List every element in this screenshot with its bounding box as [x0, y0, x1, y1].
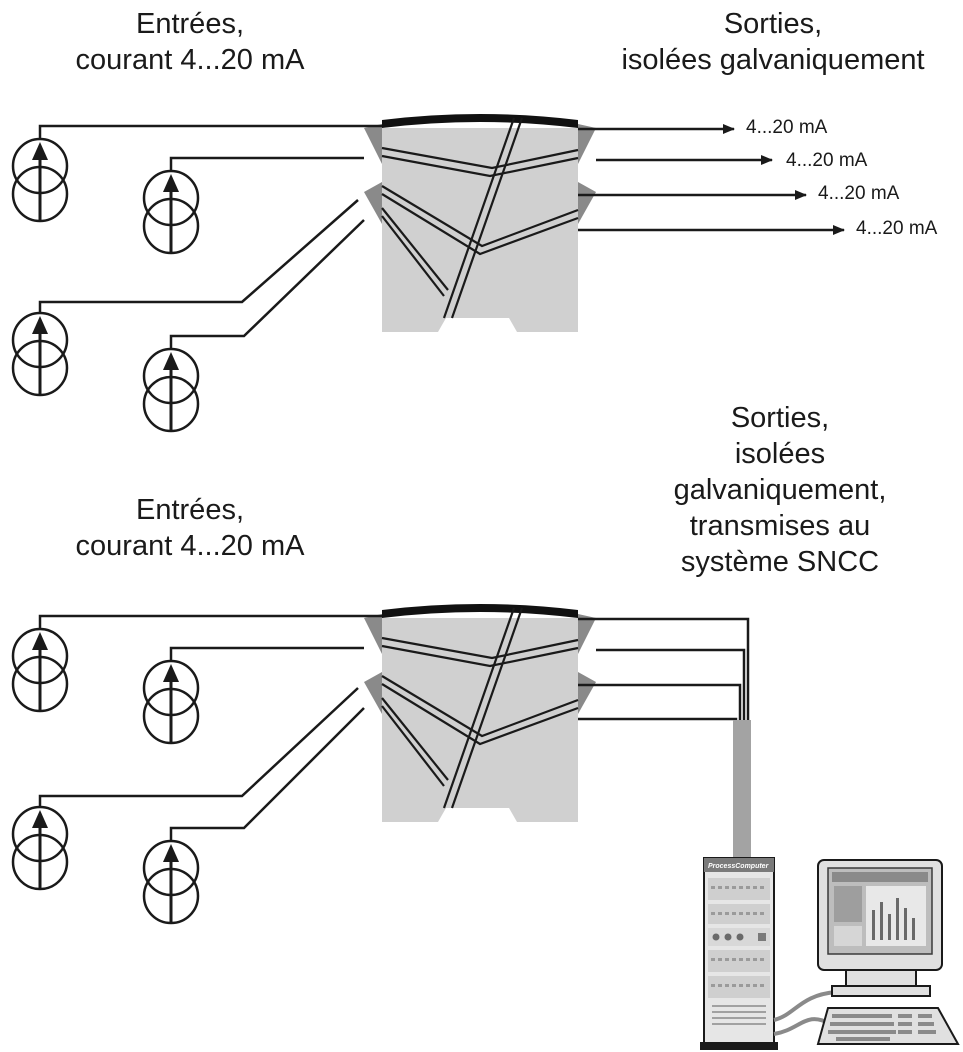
current-source-icon: [142, 169, 200, 255]
process-computer-icon: ProcessComputer: [700, 857, 837, 1050]
current-source-icon: [11, 805, 69, 891]
monitor-icon: [817, 859, 943, 997]
bottom-inputs-label-line1: Entrées,: [136, 494, 244, 526]
bottom-inputs-label-line2: courant 4...20 mA: [75, 530, 305, 562]
bottom-inputs-label: Entrées, courant 4...20 mA: [40, 492, 340, 564]
bottom-output-wires: [578, 617, 750, 721]
top-outputs-label: Sorties, isolées galvaniquement: [588, 6, 958, 78]
bottom-outputs-label: Sorties, isolées galvaniquement, transmi…: [620, 400, 940, 580]
top-inputs-label-line2: courant 4...20 mA: [75, 44, 305, 76]
current-source-icon: [142, 347, 200, 433]
top-inputs-label-line1: Entrées,: [136, 8, 244, 40]
top-module: [362, 112, 598, 334]
current-source-icon: [142, 839, 200, 925]
top-inputs-label: Entrées, courant 4...20 mA: [40, 6, 340, 78]
top-output-signal-3: 4...20 mA: [818, 183, 900, 204]
bottom-outputs-label-line5: système SNCC: [680, 546, 880, 578]
top-output-signal-1: 4...20 mA: [746, 117, 828, 138]
top-output-signal-2: 4...20 mA: [786, 150, 868, 171]
bottom-outputs-label-line3: galvaniquement,: [673, 474, 887, 506]
computer-brand: ProcessComputer: [708, 863, 770, 870]
current-source-icon: [142, 659, 200, 745]
current-source-icon: [11, 137, 69, 223]
current-source-icon: [11, 627, 69, 713]
top-output-signal-4: 4...20 mA: [856, 218, 938, 239]
bottom-outputs-label-line2: isolées: [734, 438, 826, 470]
top-outputs-label-line2: isolées galvaniquement: [621, 44, 925, 76]
top-input-wires: [38, 124, 382, 350]
bottom-outputs-label-line1: Sorties,: [730, 402, 830, 434]
dcs-cable: [733, 720, 751, 860]
top-output-arrows: [578, 124, 845, 235]
bottom-input-wires: [38, 614, 382, 842]
top-outputs-label-line1: Sorties,: [723, 8, 823, 40]
keyboard-icon: [816, 1007, 960, 1045]
current-source-icon: [11, 311, 69, 397]
bottom-module: [362, 602, 598, 824]
bottom-outputs-label-line4: transmises au: [689, 510, 871, 542]
